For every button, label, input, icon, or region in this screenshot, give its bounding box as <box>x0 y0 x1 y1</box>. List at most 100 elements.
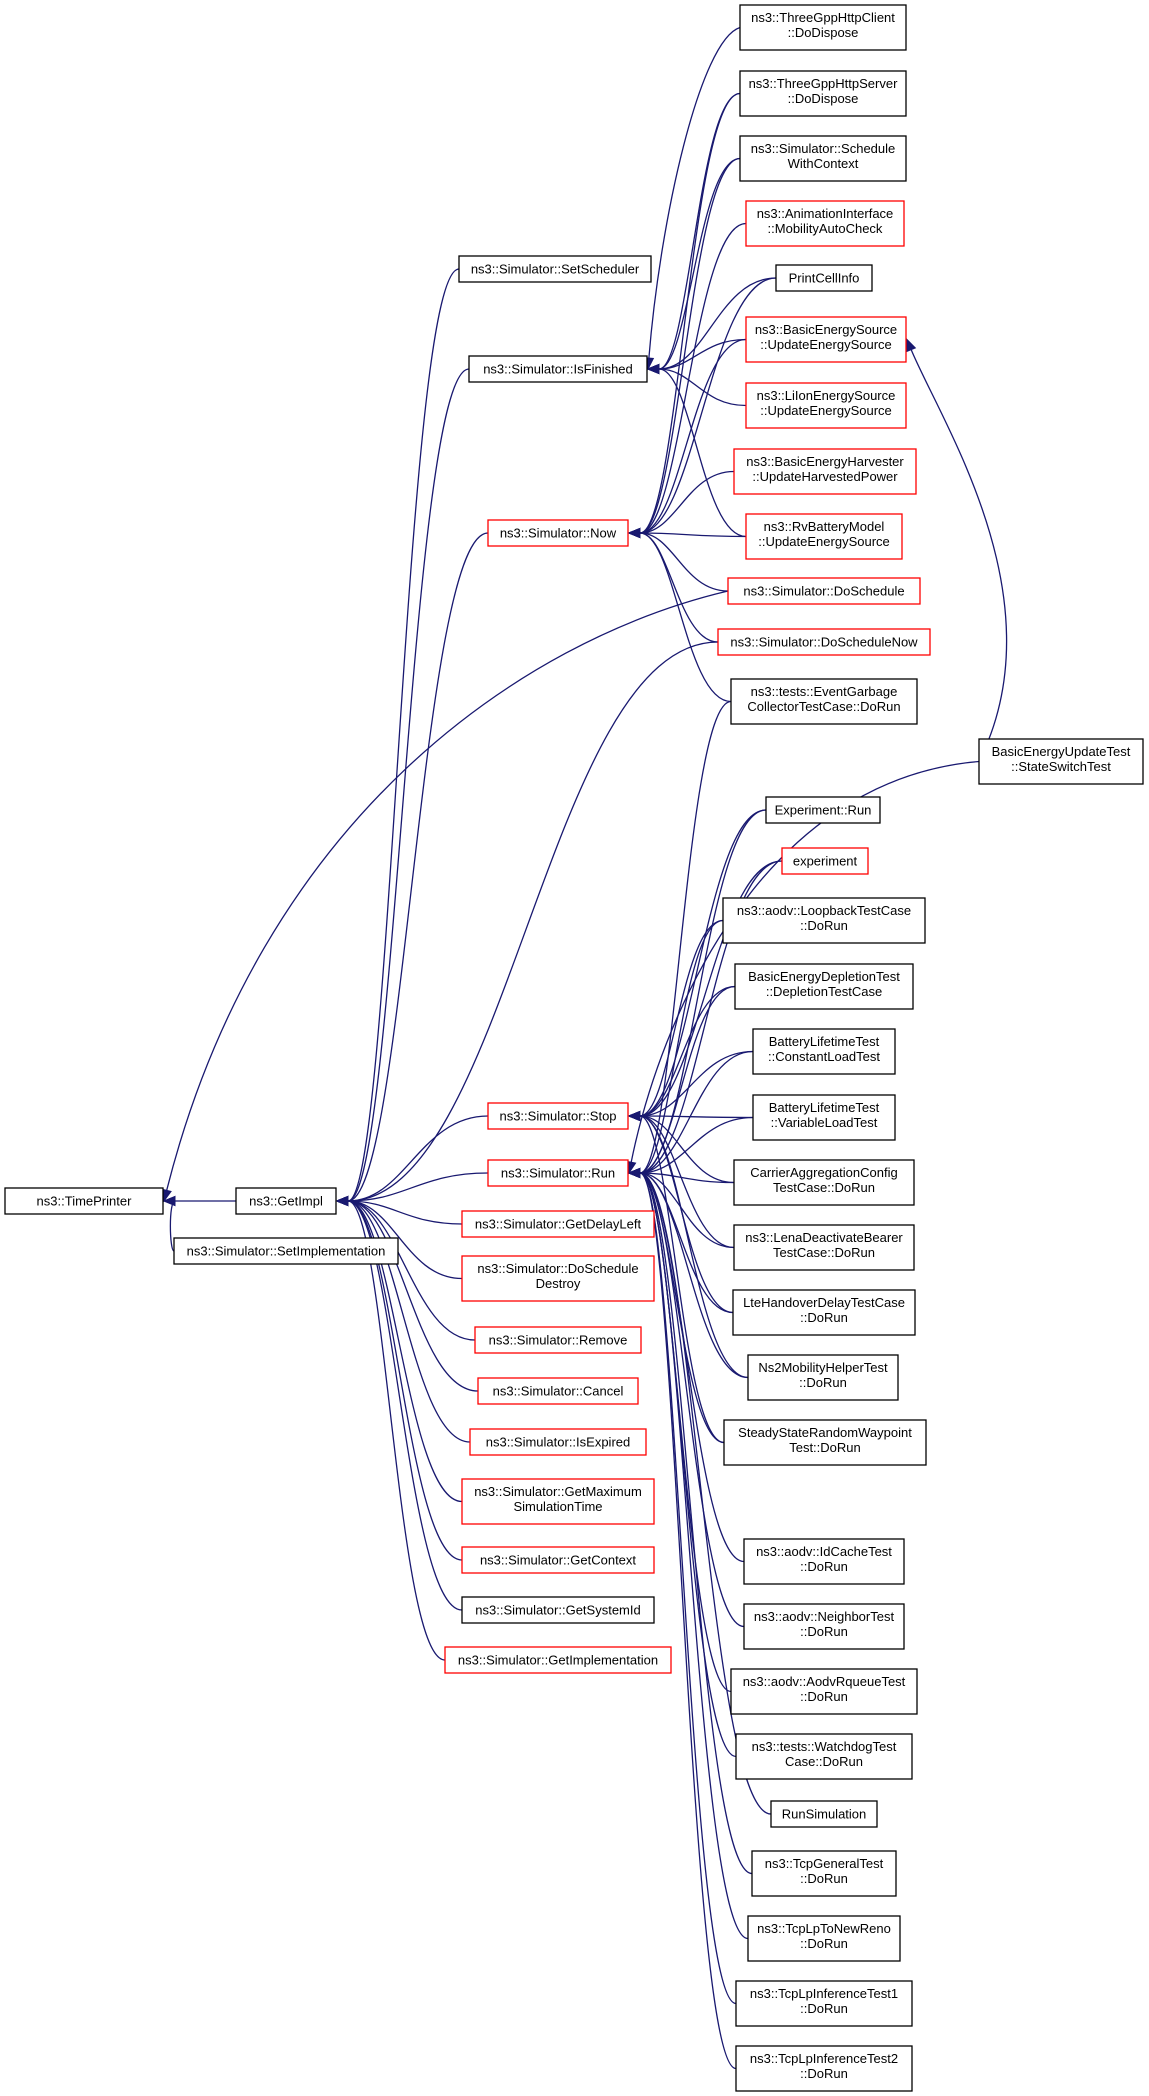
node-box <box>745 200 905 247</box>
edge-line <box>347 1200 476 1341</box>
node-timeprinter[interactable]: ns3::TimePrinter <box>4 1187 164 1215</box>
call-edge-tcplpinf2-to-run <box>627 1167 737 2070</box>
edge-line <box>166 590 729 1191</box>
node-label-line: ns3::Simulator::GetSystemId <box>475 1603 640 1618</box>
call-edge-eventgarbage-to-now <box>627 527 732 703</box>
node-ltehandover[interactable]: LteHandoverDelayTestCase::DoRun <box>732 1289 916 1336</box>
node-httpserver[interactable]: ns3::ThreeGppHttpServer::DoDispose <box>739 70 907 117</box>
node-experimentrun[interactable]: Experiment::Run <box>765 796 881 824</box>
node-httpclient[interactable]: ns3::ThreeGppHttpClient::DoDispose <box>739 4 907 51</box>
edge-line <box>347 1200 471 1443</box>
node-variableload[interactable]: BatteryLifetimeTest::VariableLoadTest <box>752 1094 896 1141</box>
node-rvbattery[interactable]: ns3::RvBatteryModel::UpdateEnergySource <box>745 513 903 560</box>
node-getimpl[interactable]: ns3::GetImpl <box>235 1187 337 1215</box>
node-ns2mobility[interactable]: Ns2MobilityHelperTest::DoRun <box>747 1354 899 1401</box>
edge-layer <box>161 26 1008 2070</box>
call-edge-cancel-to-getimpl <box>335 1195 479 1392</box>
node-isexpired[interactable]: ns3::Simulator::IsExpired <box>469 1428 647 1456</box>
node-label-line: ns3::Simulator::DoSchedule <box>743 584 904 599</box>
node-doschedulenow[interactable]: ns3::Simulator::DoScheduleNow <box>717 628 931 656</box>
node-getdelayleft[interactable]: ns3::Simulator::GetDelayLeft <box>461 1210 655 1238</box>
edge-line <box>639 985 736 1117</box>
node-label-line: BatteryLifetimeTest <box>769 1100 880 1115</box>
node-tcplpinf1[interactable]: ns3::TcpLpInferenceTest1::DoRun <box>735 1980 913 2027</box>
edge-line <box>347 1200 479 1392</box>
edge-line <box>347 1200 463 1225</box>
node-label-line: ns3::Simulator::DoScheduleNow <box>730 635 918 650</box>
node-label-line: ::DoRun <box>800 1624 848 1639</box>
node-setimplementation[interactable]: ns3::Simulator::SetImplementation <box>173 1237 399 1265</box>
arrowhead-icon <box>627 1167 641 1179</box>
node-getcontext[interactable]: ns3::Simulator::GetContext <box>461 1546 655 1574</box>
node-rqueue[interactable]: ns3::aodv::AodvRqueueTest::DoRun <box>730 1668 918 1715</box>
node-eventgarbage[interactable]: ns3::tests::EventGarbageCollectorTestCas… <box>730 678 918 725</box>
node-box <box>745 513 903 560</box>
edge-line <box>658 157 741 370</box>
node-box <box>735 1980 913 2027</box>
edge-line <box>639 532 729 592</box>
node-tcpgeneral[interactable]: ns3::TcpGeneralTest::DoRun <box>751 1850 897 1897</box>
node-label-line: ns3::Simulator::Remove <box>489 1333 628 1348</box>
edge-line <box>639 1172 735 1184</box>
node-box <box>747 1354 899 1401</box>
call-edge-loopback-to-run <box>627 919 724 1179</box>
node-remove[interactable]: ns3::Simulator::Remove <box>474 1326 642 1354</box>
node-tcplpinf2[interactable]: ns3::TcpLpInferenceTest2::DoRun <box>735 2045 913 2092</box>
node-experiment[interactable]: experiment <box>781 847 869 875</box>
node-now[interactable]: ns3::Simulator::Now <box>487 519 629 547</box>
node-getsystemid[interactable]: ns3::Simulator::GetSystemId <box>461 1596 655 1624</box>
edge-line <box>639 860 783 1117</box>
edge-line <box>639 1172 735 1249</box>
node-box <box>733 1159 915 1206</box>
node-stop[interactable]: ns3::Simulator::Stop <box>487 1102 629 1130</box>
node-cancel[interactable]: ns3::Simulator::Cancel <box>477 1377 639 1405</box>
node-printcellinfo[interactable]: PrintCellInfo <box>775 264 873 292</box>
edge-line <box>347 1200 463 1561</box>
node-label-line: ::MobilityAutoCheck <box>768 221 883 236</box>
edge-line <box>639 92 741 534</box>
arrowhead-icon <box>335 1195 349 1207</box>
node-mobilityautocheck[interactable]: ns3::AnimationInterface::MobilityAutoChe… <box>745 200 905 247</box>
node-label-line: ::ConstantLoadTest <box>768 1049 880 1064</box>
node-basicenergyupdatetest[interactable]: BasicEnergyUpdateTest::StateSwitchTest <box>978 738 1144 785</box>
node-box <box>717 628 931 656</box>
node-tcplpnewreno[interactable]: ns3::TcpLpToNewReno::DoRun <box>747 1915 901 1962</box>
arrowhead-icon <box>906 338 917 353</box>
node-box <box>734 963 914 1010</box>
node-loopback[interactable]: ns3::aodv::LoopbackTestCase::DoRun <box>722 897 926 944</box>
node-basicenergyharvester[interactable]: ns3::BasicEnergyHarvester::UpdateHarvest… <box>733 448 917 495</box>
node-doschedule[interactable]: ns3::Simulator::DoSchedule <box>727 577 921 605</box>
node-basicenergysource[interactable]: ns3::BasicEnergySource::UpdateEnergySour… <box>745 316 907 363</box>
node-label-line: ns3::tests::WatchdogTest <box>752 1739 897 1754</box>
node-run[interactable]: ns3::Simulator::Run <box>487 1159 629 1187</box>
node-getimplementation[interactable]: ns3::Simulator::GetImplementation <box>444 1646 672 1674</box>
edge-line <box>639 860 783 1174</box>
node-setscheduler[interactable]: ns3::Simulator::SetScheduler <box>458 255 652 283</box>
node-label-line: ns3::Simulator::Cancel <box>493 1384 624 1399</box>
node-lionenergysource[interactable]: ns3::LiIonEnergySource::UpdateEnergySour… <box>745 382 907 429</box>
node-box <box>487 1159 629 1187</box>
edge-line <box>639 985 736 1174</box>
node-neighbor[interactable]: ns3::aodv::NeighborTest::DoRun <box>743 1603 905 1650</box>
node-idcache[interactable]: ns3::aodv::IdCacheTest::DoRun <box>743 1538 905 1585</box>
node-label-line: ns3::RvBatteryModel <box>764 519 885 534</box>
node-label-line: ns3::TcpGeneralTest <box>765 1856 884 1871</box>
call-edge-steadystate-to-run <box>627 1167 725 1444</box>
node-constantload[interactable]: BatteryLifetimeTest::ConstantLoadTest <box>752 1028 896 1075</box>
node-depletion[interactable]: BasicEnergyDepletionTest::DepletionTestC… <box>734 963 914 1010</box>
node-label-line: ::DoDispose <box>788 25 859 40</box>
node-runsimulation[interactable]: RunSimulation <box>770 1800 878 1828</box>
node-label-line: ns3::Simulator::Now <box>500 526 617 541</box>
node-isfinished[interactable]: ns3::Simulator::IsFinished <box>468 355 648 383</box>
edge-line <box>639 1115 735 1184</box>
arrowhead-icon <box>627 1110 641 1122</box>
edge-line <box>639 532 747 538</box>
node-label-line: WithContext <box>788 156 859 171</box>
